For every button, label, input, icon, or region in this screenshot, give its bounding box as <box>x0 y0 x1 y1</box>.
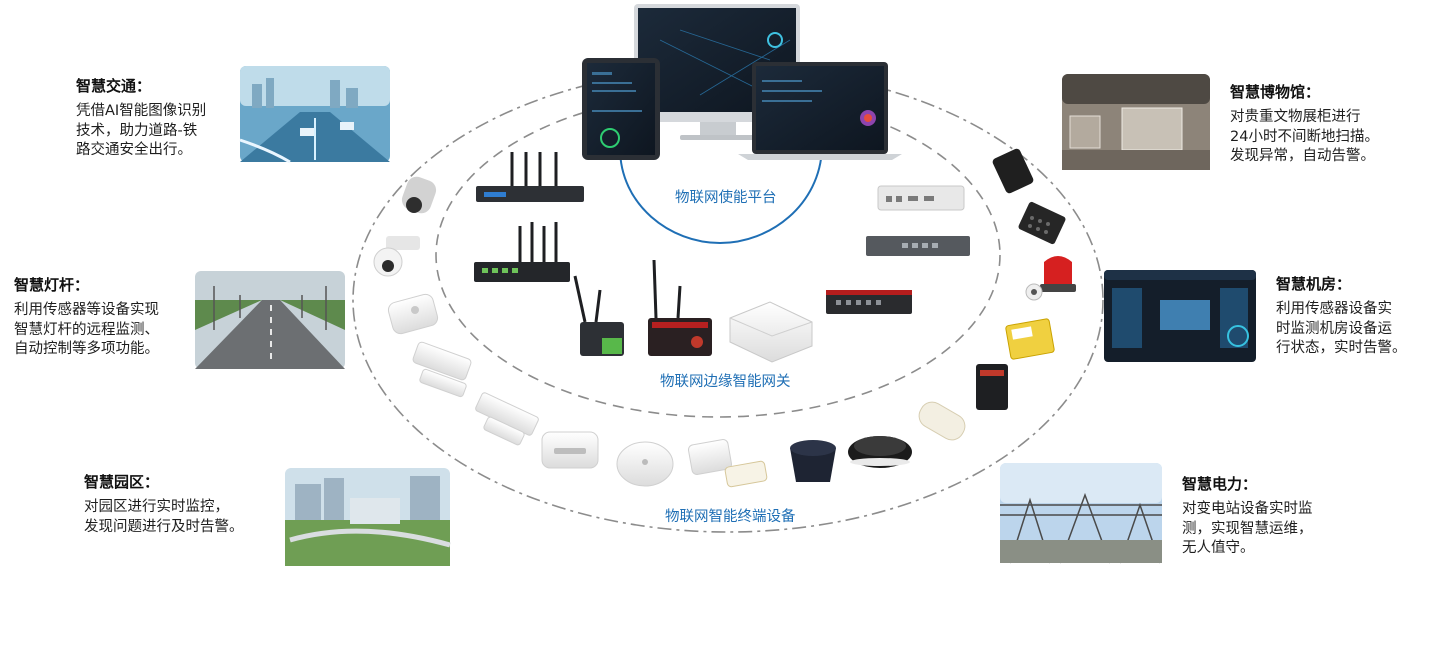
smoke-detector-icon <box>541 431 599 469</box>
card-reader-icon <box>992 148 1034 194</box>
alarm-light-icon <box>1025 256 1076 301</box>
router-5-antenna-icon <box>474 222 570 282</box>
datacenter-desc: 利用传感器设备实 时监测机房设备运 行状态，实时告警。 <box>1276 301 1407 356</box>
museum-photo <box>1062 74 1210 170</box>
industrial-gateway-green-icon <box>573 275 624 356</box>
router-4-antenna-icon <box>476 152 584 202</box>
temperature-sensor-icon <box>687 439 768 488</box>
door-sensor-icon <box>412 341 472 398</box>
keypad-icon <box>1018 201 1066 245</box>
controller-box-icon <box>976 364 1008 410</box>
streetlight-title: 智慧灯杆： <box>14 276 90 294</box>
datacenter-title: 智慧机房： <box>1276 275 1352 293</box>
power-title: 智慧电力： <box>1182 475 1258 493</box>
terminal-ring <box>352 67 1104 533</box>
streetlight-block: 智慧灯杆： 利用传感器等设备实现 智慧灯杆的远程监测、 自动控制等多项功能。 <box>14 275 194 360</box>
transport-desc: 凭借AI智能图像识别 技术，助力道路-铁 路交通安全出行。 <box>76 103 207 158</box>
water-sensor-icon <box>790 440 836 482</box>
power-desc: 对变电站设备实时监 测，实现智慧运维， 无人值守。 <box>1182 501 1313 556</box>
pir-sensor-icon <box>387 293 439 335</box>
magnetic-sensor-icon <box>475 392 539 446</box>
laptop-icon <box>738 62 902 160</box>
power-block: 智慧电力： 对变电站设备实时监 测，实现智慧运维， 无人值守。 <box>1182 474 1352 559</box>
datacenter-photo <box>1104 270 1256 362</box>
park-block: 智慧园区： 对园区进行实时监控， 发现问题进行及时告警。 <box>84 472 284 537</box>
round-sensor-icon <box>616 441 674 487</box>
rack-gateway-icon <box>866 236 970 256</box>
gateway-label: 物联网边缘智能网关 <box>660 374 791 390</box>
park-title: 智慧园区： <box>84 473 160 491</box>
transport-block: 智慧交通： 凭借AI智能图像识别 技术，助力道路-铁 路交通安全出行。 <box>76 76 246 161</box>
streetlight-desc: 利用传感器等设备实现 智慧灯杆的远程监测、 自动控制等多项功能。 <box>14 302 159 357</box>
museum-title: 智慧博物馆： <box>1230 83 1321 101</box>
transport-photo <box>239 66 390 164</box>
park-photo <box>285 468 451 566</box>
transport-title: 智慧交通： <box>76 77 152 95</box>
platform-label: 物联网使能平台 <box>675 190 777 206</box>
red-rack-gateway-icon <box>826 290 912 314</box>
bullet-camera-icon <box>401 176 437 214</box>
museum-block: 智慧博物馆： 对贵重文物展柜进行 24小时不间断地扫描。 发现异常，自动告警。 <box>1230 82 1430 167</box>
industrial-gateway-red-icon <box>648 259 712 356</box>
museum-desc: 对贵重文物展柜进行 24小时不间断地扫描。 发现异常，自动告警。 <box>1230 109 1379 164</box>
datacenter-block: 智慧机房： 利用传感器设备实 时监测机房设备运 行状态，实时告警。 <box>1276 274 1431 359</box>
power-photo <box>1000 463 1162 564</box>
park-desc: 对园区进行实时监控， 发现问题进行及时告警。 <box>84 499 244 535</box>
ceiling-sensor-icon <box>848 436 912 468</box>
dome-camera-icon <box>373 236 420 277</box>
humidity-sensor-icon <box>918 401 966 441</box>
power-module-icon <box>1005 318 1055 360</box>
terminal-label: 物联网智能终端设备 <box>665 509 796 525</box>
mini-pc-gateway-icon <box>877 185 965 211</box>
outdoor-gateway-icon <box>729 301 813 363</box>
platform-arc <box>619 147 823 245</box>
streetlight-photo <box>195 271 345 369</box>
tablet-icon <box>582 58 660 160</box>
